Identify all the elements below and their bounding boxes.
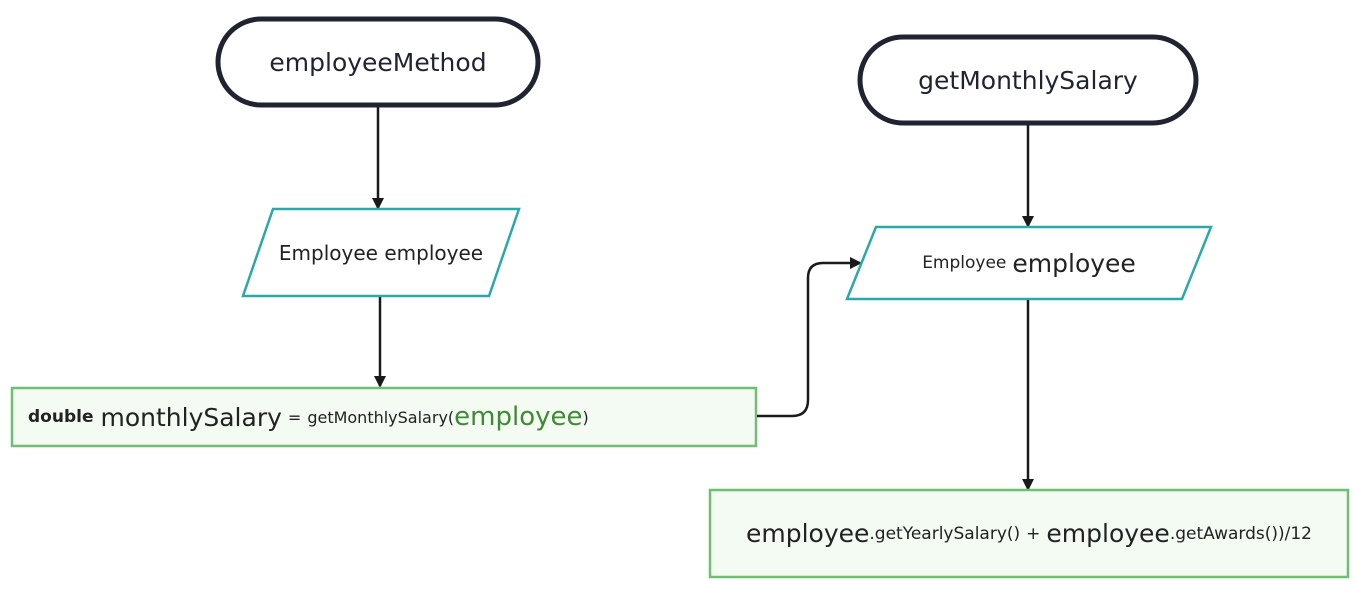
keyword-double: double [28, 407, 94, 427]
input-employee-shape-right [845, 225, 1213, 301]
process-monthly-salary-label: double monthlySalary = getMonthlySalary(… [12, 388, 756, 446]
input-employee-label-right: Employee employee [847, 227, 1211, 299]
closing-paren: ) [582, 407, 589, 427]
call-get-awards: .getAwards())/12 [1169, 523, 1312, 544]
process-monthly-salary-shape [10, 386, 758, 448]
process-calculation-shape [708, 488, 1350, 579]
object-employee-1: employee [745, 519, 870, 548]
terminal-get-monthly-salary-shape [857, 34, 1199, 126]
param-name-employee: employee [1012, 248, 1136, 278]
call-get-yearly-salary: .getYearlySalary() [869, 523, 1021, 544]
arrow-call-to-get-monthly-salary [757, 257, 862, 418]
terminal-employee-method-shape [215, 16, 541, 108]
process-calculation-label: employee .getYearlySalary() + employee .… [710, 490, 1348, 577]
method-call-get-monthly-salary: getMonthlySalary( [307, 407, 455, 427]
terminal-employee-method-label: employeeMethod [269, 47, 487, 77]
object-employee-2: employee [1046, 519, 1170, 548]
input-employee-shape-left [241, 207, 521, 298]
plus-operator: + [1026, 523, 1041, 544]
input-employee-label-left: Employee employee [278, 240, 484, 265]
assign-operator: = [287, 407, 302, 427]
terminal-get-monthly-salary-label: getMonthlySalary [918, 65, 1138, 95]
param-type-employee: Employee [922, 253, 1007, 273]
argument-employee: employee [454, 402, 583, 432]
variable-monthly-salary: monthlySalary [100, 402, 282, 432]
